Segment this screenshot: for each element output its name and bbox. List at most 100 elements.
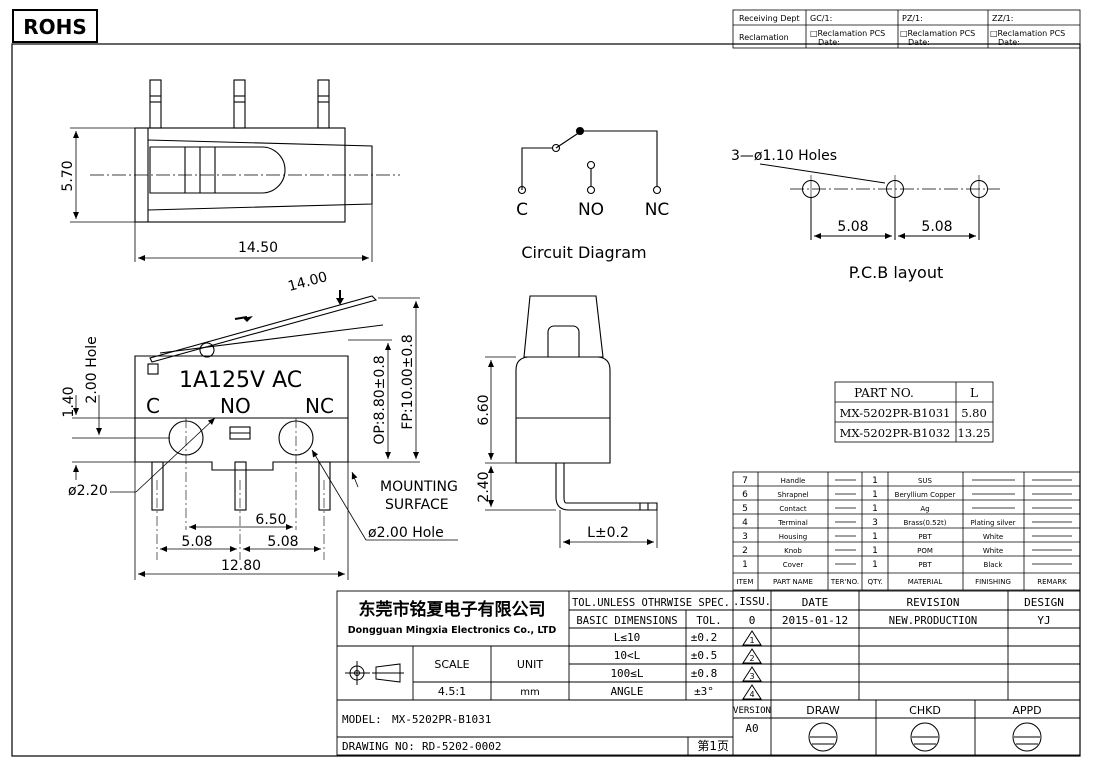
bom-cell-qty: 1 — [872, 504, 878, 514]
bom-cell-mat: Ag — [920, 505, 929, 513]
dim-14-50 — [134, 204, 373, 262]
dim-12-80-label: 12.80 — [221, 558, 261, 574]
top-view — [134, 79, 373, 223]
front-view — [134, 295, 384, 511]
bom-cell-mat: Brass(0.52t) — [903, 519, 946, 527]
circuit-no-label: NO — [578, 200, 604, 220]
revision-head: REVISION — [907, 596, 960, 609]
press-arrow-icon — [336, 298, 344, 305]
sheet-border — [11, 43, 1081, 757]
revision-triangle-icon — [742, 630, 762, 700]
unit-label: UNIT — [517, 658, 544, 671]
company-name-cn: 东莞市铭夏电子有限公司 — [359, 599, 546, 620]
bom-cell-qty: 1 — [872, 490, 878, 500]
chkd-label: CHKD — [909, 704, 941, 717]
dim-1-40-label: 1.40 — [61, 386, 77, 417]
bom-cell-mat: PBT — [918, 533, 932, 541]
approval-stamp-draw — [808, 722, 838, 752]
pz-reclamation: □Reclamation PCS — [900, 29, 975, 38]
bom-cell-fin: Black — [984, 561, 1004, 569]
bom-cell-name: Terminal — [777, 519, 808, 527]
part-table-head-l: L — [970, 386, 978, 400]
bom-cell-qty: 1 — [872, 560, 878, 570]
bom-cell-no: 7 — [742, 476, 748, 486]
receiving-dept-label: Receiving Dept — [739, 14, 800, 23]
gc-reclamation: □Reclamation PCS — [810, 29, 885, 38]
part-table-row-l: 13.25 — [958, 426, 991, 440]
bom-head-qty: QTY. — [868, 578, 883, 586]
company-name-en: Dongguan Mingxia Electronics Co., LTD — [348, 625, 557, 636]
part-table-row-l: 5.80 — [961, 406, 987, 420]
dim-hole-word: Hole — [84, 336, 100, 368]
bom-cell-fin: Plating silver — [970, 519, 1015, 527]
front-c-label: C — [146, 394, 160, 418]
revision-mark: 1 — [749, 636, 754, 645]
bom-cell-no: 6 — [742, 490, 748, 500]
version-value: A0 — [745, 722, 758, 735]
bom-cell-no: 3 — [742, 532, 748, 542]
zz-reclamation: □Reclamation PCS — [990, 29, 1065, 38]
side-view — [515, 295, 658, 511]
dim-5-70-label: 5.70 — [60, 160, 76, 191]
revision-mark: 3 — [749, 672, 754, 681]
bom-cell-fin: White — [983, 547, 1003, 555]
revision-mark: 2 — [749, 654, 754, 663]
dim-2-00-label: 2.00 — [84, 372, 100, 403]
design-value: YJ — [1037, 614, 1050, 627]
sheet-number: 第1页 — [697, 739, 729, 753]
rohs-label: ROHS — [23, 15, 87, 39]
dim-5-70 — [70, 127, 135, 223]
dim-fp-label: FP:10.00±0.8 — [400, 334, 416, 429]
bom-head-remark: REMARK — [1037, 578, 1067, 586]
bom-cell-name: Cover — [783, 561, 804, 569]
pcb-pitch-2: 5.08 — [921, 219, 952, 235]
approval-stamp-appd — [1012, 722, 1042, 752]
tol-row-tol: ±0.2 — [691, 631, 718, 644]
dim-14-50-label: 14.50 — [238, 240, 278, 256]
rohs-mark: ROHS — [12, 9, 98, 43]
issue-head: .ISSU. — [733, 596, 771, 608]
front-nc-label: NC — [305, 394, 334, 418]
pz-date: Date: — [908, 38, 930, 47]
date-head: DATE — [802, 596, 829, 609]
bom-head-ter: TER'NO. — [830, 578, 859, 586]
appd-label: APPD — [1012, 704, 1041, 717]
revision-value: NEW.PRODUCTION — [889, 615, 978, 627]
approval-stamp-chkd — [910, 722, 940, 752]
bom-dashes — [835, 479, 1072, 565]
dim-2-40-label: 2.40 — [476, 471, 492, 502]
unit-value: mm — [520, 687, 539, 698]
tol-label: TOL. — [696, 615, 721, 627]
design-head: DESIGN — [1024, 596, 1064, 609]
dim-op-fp — [348, 297, 420, 463]
bom-cell-no: 4 — [742, 518, 748, 528]
bom-cell-name: Handle — [781, 477, 806, 485]
tol-row-dim: L≤10 — [614, 631, 641, 644]
drawing-no-label: DRAWING NO: — [342, 740, 415, 753]
pcb-layout-title: P.C.B layout — [849, 263, 943, 282]
tol-row-dim: ANGLE — [610, 685, 643, 698]
bom-head-item: ITEM — [737, 578, 754, 586]
reclamation-label: Reclamation — [739, 33, 789, 42]
zz-label: ZZ/1: — [992, 14, 1013, 23]
scale-value: 4.5:1 — [438, 685, 466, 698]
circuit-nc-label: NC — [645, 200, 670, 220]
bom-cell-name: Housing — [779, 533, 807, 541]
mounting-label-2: SURFACE — [385, 497, 449, 513]
dim-dia-2-00-label: ø2.00 Hole — [368, 525, 444, 541]
part-table-row: MX-5202PR-B1032 — [840, 426, 951, 440]
dim-side — [485, 356, 658, 548]
tol-row-dim: 10<L — [614, 649, 641, 662]
version-label: VERSION — [733, 706, 771, 716]
circuit-c-label: C — [516, 200, 528, 220]
bom-cell-name: Knob — [784, 547, 802, 555]
bom-cell-qty: 1 — [872, 476, 878, 486]
bom-cell-qty: 3 — [872, 518, 878, 528]
title-block-grid — [336, 590, 1081, 756]
part-table-head-part: PART NO. — [854, 386, 914, 400]
rating-label: 1A125V AC — [179, 368, 302, 393]
dim-hole-position — [72, 395, 170, 480]
dim-14-00-label: 14.00 — [286, 269, 329, 295]
